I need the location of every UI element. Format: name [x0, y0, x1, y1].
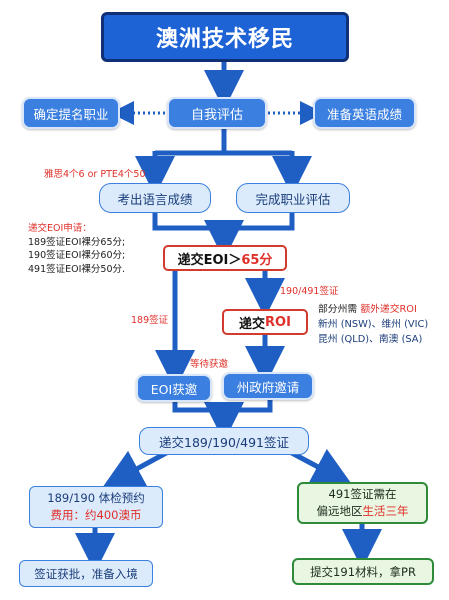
merge-to-eoi — [152, 213, 295, 236]
node-pr-label: 提交191材料，拿PR — [310, 564, 416, 579]
state-note-line3: 昆州 (QLD)、南澳 (SA) — [318, 334, 423, 345]
node-approved: 签证获批，准备入境 — [19, 560, 153, 587]
node-pr: 提交191材料，拿PR — [292, 558, 434, 585]
node-remote: 491签证需在 偏远地区生活三年 — [297, 482, 428, 524]
node-eoi: 递交EOI＞65分 — [163, 245, 287, 271]
title-box: 澳洲技术移民 — [101, 12, 349, 62]
node-medical-line2: 费用：约400澳币 — [51, 507, 142, 524]
state-note-prefix: 部分州需 — [318, 304, 361, 315]
state-note-line1: 部分州需 额外递交ROI — [318, 302, 428, 317]
state-note-line2: 新州 (NSW)、维州 (VIC) — [318, 319, 429, 330]
node-language-label: 考出语言成绩 — [117, 191, 193, 207]
node-medical-fee-value: 约400澳币 — [85, 508, 142, 522]
eoi-req-491: 491签证EOI裸分50分. — [28, 263, 126, 275]
node-submit-visa: 递交189/190/491签证 — [139, 427, 309, 455]
eoi-req-190: 190签证EOI裸分60分; — [28, 250, 126, 261]
visa-189-label: 189签证 — [131, 315, 169, 326]
node-medical-fee-label: 费用： — [50, 508, 86, 522]
node-submit-visa-label: 递交189/190/491签证 — [159, 434, 289, 450]
node-roi-prefix: 递交 — [239, 316, 266, 332]
node-eoi-invited-label: EOI获邀 — [150, 381, 198, 397]
node-nominate-label: 确定提名职业 — [33, 106, 109, 122]
visa-190-491-label: 190/491签证 — [280, 286, 339, 297]
node-eoi-prefix: 递交EOI＞ — [177, 252, 242, 268]
node-roi-suffix: ROI — [265, 314, 291, 330]
state-note-highlight: 额外递交ROI — [360, 304, 417, 315]
waiting-label: 等待获邀 — [190, 359, 229, 370]
arrow-to-remote — [288, 448, 353, 486]
eoi-req-189: 189签证EOI裸分65分; — [28, 236, 126, 248]
node-nominate: 确定提名职业 — [22, 97, 120, 129]
node-language: 考出语言成绩 — [99, 183, 211, 213]
node-skills: 完成职业评估 — [236, 183, 350, 213]
node-state-invited-label: 州政府邀请 — [236, 379, 300, 395]
node-eoi-invited: EOI获邀 — [136, 374, 212, 402]
state-note: 部分州需 额外递交ROI 新州 (NSW)、维州 (VIC) 昆州 (QLD)、… — [318, 302, 428, 347]
node-remote-line2: 偏远地区生活三年 — [317, 503, 409, 520]
node-remote-highlight: 生活三年 — [362, 504, 409, 518]
node-self-assess-label: 自我评估 — [190, 107, 243, 123]
node-state-invited: 州政府邀请 — [222, 372, 314, 400]
eoi-req-heading: 递交EOI申请： — [28, 223, 92, 234]
node-remote-prefix: 偏远地区 — [316, 504, 363, 518]
node-eoi-score: 65分 — [241, 252, 273, 268]
node-medical-line1: 189/190 体检预约 — [47, 491, 145, 505]
node-english-prep: 准备英语成绩 — [313, 97, 416, 129]
ielts-note: 雅思4个6 or PTE4个50 — [44, 169, 146, 180]
merge-to-submit — [172, 400, 273, 418]
node-remote-line1: 491签证需在 — [328, 487, 397, 501]
page-title: 澳洲技术移民 — [155, 27, 294, 52]
split-assess — [155, 125, 292, 156]
node-approved-label: 签证获批，准备入境 — [34, 566, 138, 581]
arrow-to-medical — [102, 449, 170, 488]
node-english-prep-label: 准备英语成绩 — [326, 106, 402, 122]
node-medical: 189/190 体检预约 费用：约400澳币 — [29, 486, 163, 528]
node-skills-label: 完成职业评估 — [255, 191, 331, 207]
node-self-assess: 自我评估 — [167, 97, 267, 129]
eoi-requirements: 递交EOI申请： 189签证EOI裸分65分; 190签证EOI裸分60分; 4… — [28, 222, 125, 276]
